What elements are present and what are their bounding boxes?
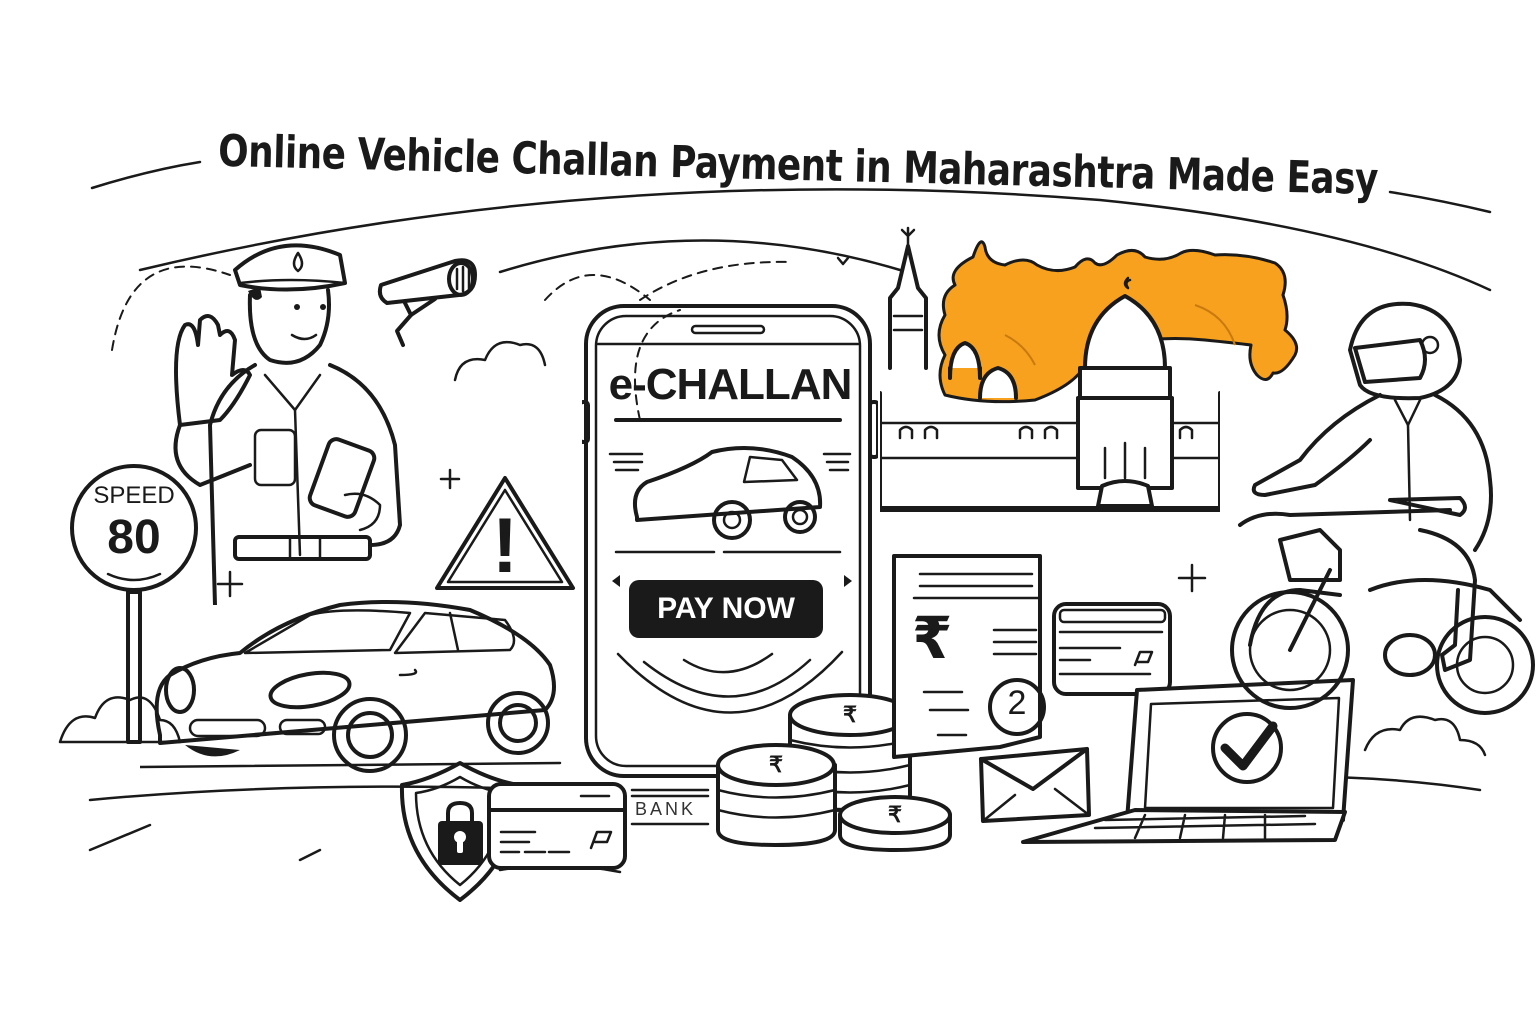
svg-text:!: ! <box>492 501 518 589</box>
laptop-icon <box>1021 678 1355 844</box>
warning-triangle-icon: ! <box>435 476 575 590</box>
cst-building-icon <box>880 226 1220 512</box>
speed-sign-label: SPEED <box>93 482 175 509</box>
receipt-icon: ₹ 2 <box>890 552 1050 772</box>
credit-card-icon <box>1052 602 1172 696</box>
svg-text:₹: ₹ <box>888 802 902 827</box>
cctv-camera-icon <box>377 258 477 347</box>
rupee-coin-icon: ₹ ₹ ₹ <box>716 693 952 852</box>
checkmark-icon <box>1220 721 1278 771</box>
motorcycle-rider-icon <box>1230 301 1535 715</box>
pay-now-button[interactable]: PAY NOW <box>629 580 823 638</box>
svg-text:Online Vehicle Challan Payment: Online Vehicle Challan Payment in Mahara… <box>218 128 1380 205</box>
envelope-icon <box>979 747 1091 823</box>
car-icon <box>140 599 562 773</box>
speed-sign-icon: SPEED 80 <box>68 462 208 752</box>
speed-sign-value: 80 <box>107 511 161 564</box>
rupee-symbol: ₹ <box>912 606 953 671</box>
bank-lines <box>630 788 710 826</box>
smartphone-icon: e-CHALLAN PAY NOW <box>582 302 878 780</box>
page-title: Online Vehicle Challan Payment in Mahara… <box>218 128 1380 205</box>
traffic-police-icon <box>173 243 402 605</box>
svg-text:₹: ₹ <box>843 702 857 727</box>
svg-text:₹: ₹ <box>769 752 783 777</box>
bank-label: BANK <box>635 799 697 819</box>
app-title: e-CHALLAN <box>608 360 853 409</box>
receipt-badge: 2 <box>1007 684 1027 722</box>
credit-card-icon <box>487 782 627 870</box>
